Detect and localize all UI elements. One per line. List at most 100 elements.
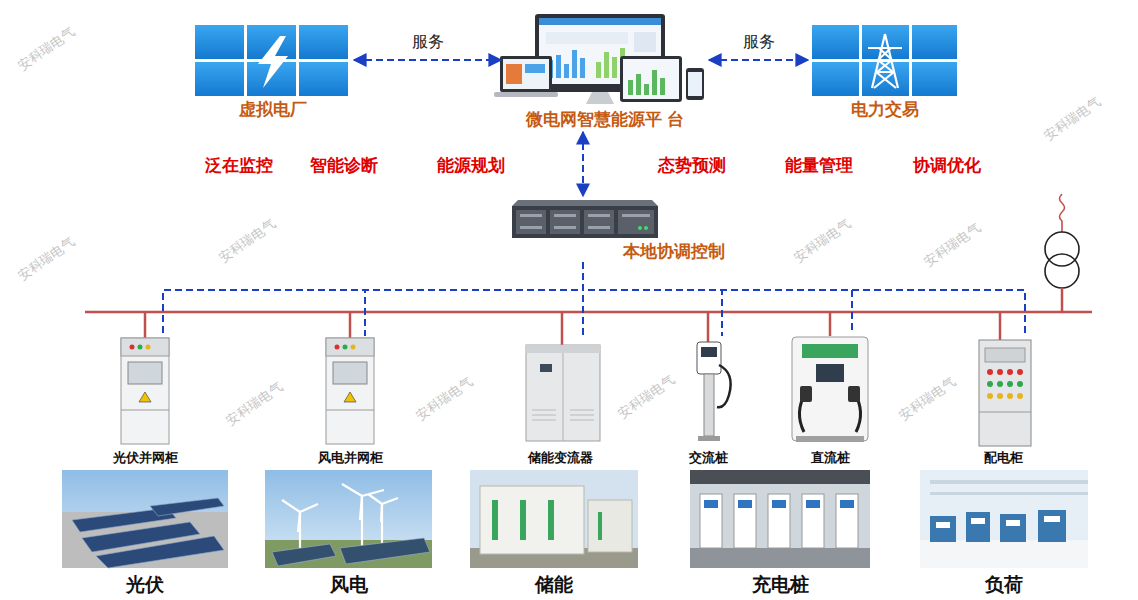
dashed-connector [709, 59, 808, 61]
platform-screens-part [628, 70, 665, 95]
platform-screens [494, 14, 704, 104]
load-photo-part-part [1038, 510, 1066, 542]
platform-screens-part-part [580, 58, 585, 78]
node-text: 本地协调控制 [623, 242, 725, 262]
trade-icon-part [812, 62, 859, 96]
platform-screens-part [539, 18, 661, 25]
ac-charger-part [701, 347, 717, 357]
device-node: 交流桩 [680, 336, 736, 466]
storage-photo-part [492, 500, 554, 540]
platform-screens-part-part [604, 52, 609, 78]
dashed-connector [583, 262, 722, 336]
function-label: 能量管理 [785, 154, 853, 177]
trade-icon-part-part [864, 48, 906, 72]
distribution-cabinet-part [987, 381, 1023, 387]
pv-cabinet-part [128, 362, 162, 384]
storage-converter-part-part [532, 415, 556, 416]
controller-device [512, 200, 658, 238]
controller-device-part [516, 210, 654, 234]
dashed-connector [582, 132, 584, 196]
watermark: 安科瑞电气 [896, 373, 960, 425]
node-text: 储能 [535, 574, 573, 596]
controller-device-part-part [520, 226, 542, 229]
load-photo-part-part [1006, 520, 1020, 526]
vpp-icon-part [299, 25, 348, 59]
platform-screens-part [686, 68, 704, 100]
controller-device-part-part [622, 214, 650, 217]
charging-photo-part-part [840, 500, 854, 508]
storage-converter-part [526, 345, 600, 441]
function-label: 泛在监控 [205, 154, 273, 177]
platform-screens-part [620, 56, 682, 102]
watermark: 安科瑞电气 [921, 219, 985, 271]
storage-photo-part [470, 470, 638, 568]
device-node: 储能变流器 [515, 336, 605, 466]
distribution-cabinet-part-part [1017, 369, 1023, 375]
watermark: 安科瑞电气 [413, 373, 477, 425]
ac-charger-part [698, 436, 720, 441]
storage-converter-part-part [570, 420, 594, 421]
wind-photo-part-part [272, 544, 336, 566]
wind-cabinet-part [326, 338, 374, 444]
load-photo-part [930, 480, 1088, 495]
wind-photo-part [265, 470, 432, 568]
controller-device-part [644, 226, 648, 230]
platform-screens-part [586, 92, 614, 104]
controller-device-part [512, 200, 658, 206]
load-photo-part-part [966, 512, 990, 542]
distribution-cabinet-part-part [987, 393, 993, 399]
dc-charger-part [848, 386, 860, 402]
distribution-cabinet [979, 340, 1031, 446]
vpp-icon-part [195, 25, 244, 59]
node-text: 配电柜 [984, 451, 1023, 466]
controller-device-part-part [588, 214, 610, 217]
trade-icon-part [912, 62, 957, 96]
vpp-icon-part [195, 62, 244, 96]
pv-photo-part [72, 498, 224, 568]
controller-node: 本地协调控制 [505, 198, 725, 262]
charging-photo-part [690, 470, 870, 484]
dc-charger-part [800, 386, 812, 402]
wind-cabinet-part [335, 345, 340, 350]
watermark: 安科瑞电气 [223, 378, 287, 430]
photo-node: 风电 [265, 470, 432, 596]
transformer-symbol-part [1061, 288, 1064, 312]
ac-charger-part [704, 374, 714, 436]
transformer-symbol-part [1060, 194, 1065, 232]
watermark: 安科瑞电气 [791, 215, 855, 267]
distribution-cabinet-part [979, 412, 1031, 413]
load-photo-part [936, 516, 1060, 528]
platform-screens-part [500, 56, 552, 92]
ac-charger [697, 342, 731, 441]
bus-wiring-part-part [829, 312, 832, 336]
node-text: 风电 [330, 574, 368, 596]
ac-charger-part [697, 342, 721, 374]
charging-photo-part [704, 500, 854, 508]
pv-photo-part-part [96, 536, 224, 568]
bus-wiring-part [145, 312, 1000, 345]
photo-node: 光伏 [62, 470, 228, 596]
ac-charger-part [717, 365, 731, 407]
platform-screens-part-part [596, 62, 601, 78]
bus-wiring-part-part [144, 312, 147, 338]
load-photo-part-part [930, 516, 956, 542]
charging-photo-part-part [768, 494, 790, 548]
bus-wiring-part-part [561, 312, 564, 345]
wind-photo-part [282, 484, 398, 548]
charging-photo-part [690, 548, 870, 568]
node-text: 交流桩 [689, 451, 728, 466]
trade-node: 电力交易 [812, 25, 957, 120]
storage-converter-part [526, 345, 600, 353]
storage-converter-part-part [532, 420, 556, 421]
node-text: 电力交易 [851, 100, 919, 120]
load-photo-part [920, 470, 1088, 568]
bus-wiring-part-part [707, 312, 710, 342]
controller-device-part [520, 214, 650, 229]
load-photo-part-part [1044, 516, 1060, 522]
pv-cabinet-part [139, 392, 151, 402]
distribution-cabinet-part-part [1007, 369, 1013, 375]
pv-cabinet-part [121, 338, 169, 444]
pv-photo-part-part [150, 498, 224, 516]
platform-screens-part [503, 59, 549, 89]
